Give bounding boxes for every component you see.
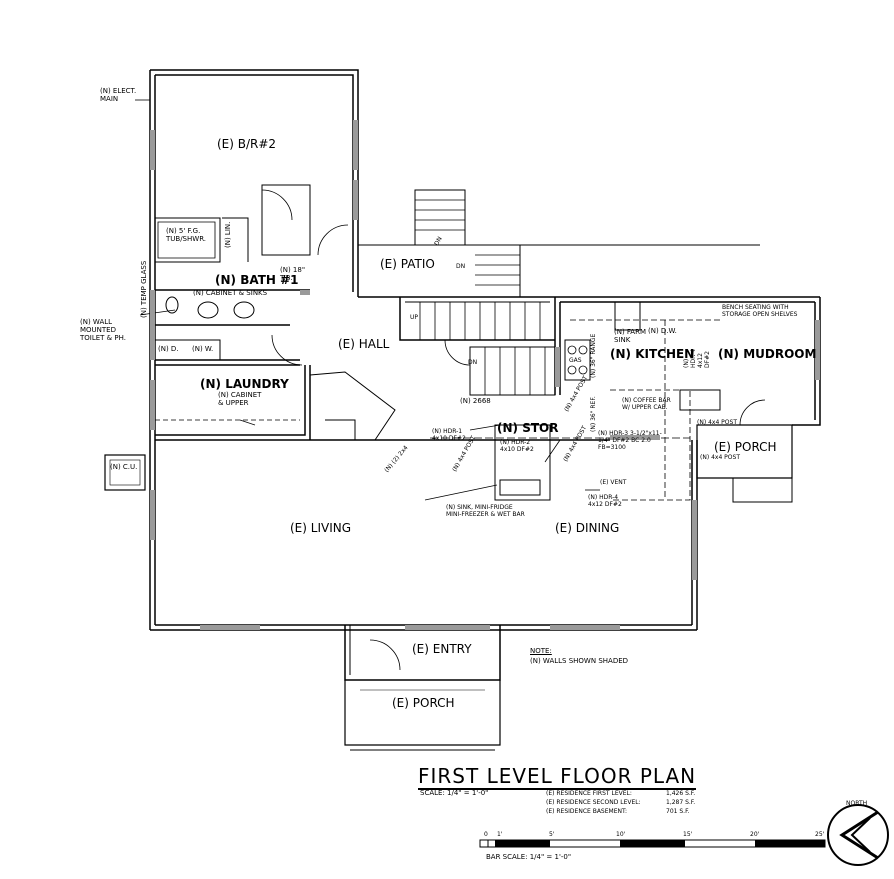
note-hdr4: (N) HDR-4 4x12 DF#2 bbox=[588, 494, 622, 508]
tick-10: 10' bbox=[616, 831, 626, 838]
room-porch-front: (E) PORCH bbox=[392, 696, 455, 710]
note-lin: (N) LIN. bbox=[224, 221, 232, 248]
room-laundry: (N) LAUNDRY bbox=[200, 377, 289, 391]
area1-value: 1,426 S.F. bbox=[666, 790, 696, 797]
note-head: NOTE: bbox=[530, 647, 552, 655]
note-door-2668: (N) 2668 bbox=[460, 397, 491, 405]
note-tub: (N) 5' F.G. TUB/SHWR. bbox=[166, 227, 207, 244]
north-label: NORTH bbox=[846, 800, 868, 807]
room-porch-right: (E) PORCH bbox=[714, 440, 777, 454]
note-w: (N) W. bbox=[192, 345, 214, 353]
note-bench: BENCH SEATING WITH STORAGE OPEN SHELVES bbox=[722, 304, 798, 318]
note-tb: (N) 18" T.B. bbox=[280, 266, 306, 283]
note-cu: (N) C.U. bbox=[110, 463, 138, 471]
note-post-porch: (N) 4x4 POST bbox=[697, 419, 737, 426]
tick-5: 5' bbox=[549, 831, 555, 838]
note-post-porch2: (N) 4x4 POST bbox=[700, 454, 740, 461]
room-kitchen: (N) KITCHEN bbox=[610, 347, 695, 361]
note-hdr4-right: (N) HDR-4 4x12 DF#2 bbox=[683, 348, 711, 368]
note-temp-glass: (N) TEMP GLASS bbox=[140, 260, 148, 318]
note-farm-sink: (N) FARM SINK bbox=[614, 328, 646, 345]
note-cabinet-sinks: (N) CABINET & SINKS bbox=[193, 289, 268, 297]
note-wall-toilet: (N) WALL MOUNTED TOILET & PH. bbox=[80, 318, 126, 343]
note-dn-patio: DN bbox=[456, 263, 466, 270]
room-entry: (E) ENTRY bbox=[412, 642, 472, 656]
note-dw: (N) D.W. bbox=[648, 327, 677, 335]
area2-value: 1,287 S.F. bbox=[666, 799, 696, 806]
note-coffee-bar: (N) COFFEE BAR W/ UPPER CAB. bbox=[622, 397, 671, 411]
room-patio: (E) PATIO bbox=[380, 257, 435, 271]
note-ref: (N) 36" REF. bbox=[590, 396, 597, 432]
area1-label: (E) RESIDENCE FIRST LEVEL: bbox=[546, 790, 632, 797]
note-up: UP bbox=[410, 314, 419, 321]
note-sink-bar: (N) SINK, MINI-FRIDGE MINI-FREEZER & WET… bbox=[446, 504, 525, 518]
area3-label: (E) RESIDENCE BASEMENT: bbox=[546, 808, 628, 815]
room-bath1: (N) BATH #1 bbox=[215, 273, 299, 287]
area2-label: (E) RESIDENCE SECOND LEVEL: bbox=[546, 799, 641, 806]
note-vent: (E) VENT bbox=[600, 479, 627, 486]
tick-20: 20' bbox=[750, 831, 760, 838]
room-br2: (E) B/R#2 bbox=[217, 137, 277, 151]
room-living: (E) LIVING bbox=[290, 521, 352, 535]
tick-25: 25' bbox=[815, 831, 825, 838]
room-mudroom: (N) MUDROOM bbox=[718, 347, 817, 361]
note-cabinet-upper: (N) CABINET & UPPER bbox=[218, 391, 262, 408]
note-gas: GAS bbox=[569, 357, 582, 364]
note-dn: DN bbox=[468, 359, 478, 366]
room-hall: (E) HALL bbox=[338, 337, 390, 351]
tick-1: 1' bbox=[497, 831, 503, 838]
note-hdr3: (N) HDR-3 3-1/2"x11-1/4" DF#2 BC 2.0 FB=… bbox=[598, 430, 662, 451]
tick-15: 15' bbox=[683, 831, 693, 838]
room-dining: (E) DINING bbox=[555, 521, 620, 535]
tick-0: 0 bbox=[484, 831, 488, 838]
note-hdr2: (N) HDR-2 4x10 DF#2 bbox=[500, 439, 534, 453]
area3-value: 701 S.F. bbox=[666, 808, 690, 815]
scale-note: SCALE: 1/4" = 1'-0" bbox=[420, 789, 489, 797]
note-body: (N) WALLS SHOWN SHADED bbox=[530, 657, 629, 665]
bar-scale-label: BAR SCALE: 1/4" = 1'-0" bbox=[486, 853, 572, 861]
room-stor: (N) STOR bbox=[497, 421, 559, 435]
note-range: (N) 36" RANGE bbox=[590, 333, 597, 378]
note-hdr1: (N) HDR-1 4x10 DF#2 bbox=[432, 428, 466, 442]
note-elect-main: (N) ELECT. MAIN bbox=[100, 87, 137, 104]
note-d: (N) D. bbox=[158, 345, 179, 353]
plan-title: FIRST LEVEL FLOOR PLAN bbox=[418, 764, 697, 790]
